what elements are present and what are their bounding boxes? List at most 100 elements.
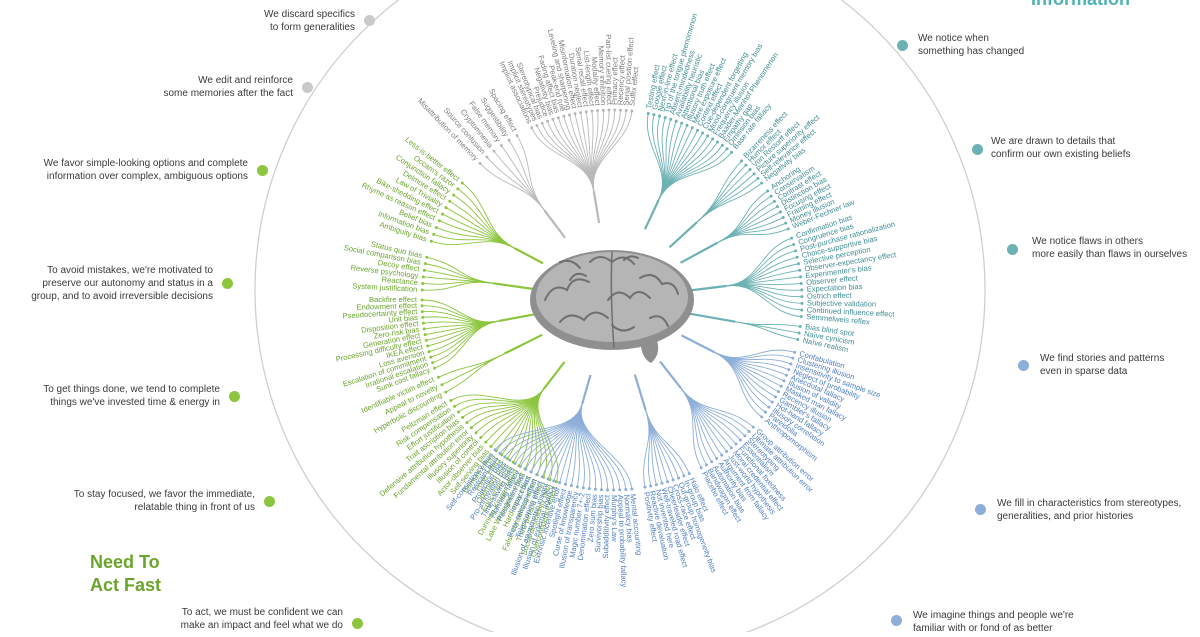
branch-dot: [756, 176, 760, 180]
branch-dot: [422, 268, 426, 272]
category-dot: [257, 165, 268, 176]
branch-line: [717, 200, 775, 244]
title-line: Information: [1031, 0, 1130, 11]
note-line: some memories after the fact: [163, 88, 294, 99]
note-line: things we've invested time & energy in: [50, 397, 220, 408]
quadrant-title-information: Information: [1031, 0, 1130, 11]
branch-line: [580, 403, 602, 490]
branch-dot: [562, 114, 566, 118]
branch-dot: [420, 298, 424, 302]
branch-dot: [422, 327, 426, 331]
branch-line: [696, 182, 762, 223]
note-line: We notice when: [918, 33, 989, 44]
category-dot: [891, 615, 902, 626]
branch-trunk: [633, 374, 647, 411]
branch-dot: [763, 410, 767, 414]
branch-line: [643, 409, 650, 488]
branch-dot: [530, 126, 534, 130]
category-dot: [364, 15, 375, 26]
branch-dot: [584, 110, 588, 114]
branch-dot: [499, 144, 503, 148]
branch-dot: [690, 126, 694, 130]
branch-dot: [784, 221, 788, 225]
branch-line: [726, 250, 796, 287]
branch-dot: [558, 481, 562, 485]
branch-lines: [420, 108, 804, 492]
branch-dot: [715, 457, 719, 461]
branch-dot: [507, 138, 511, 142]
branch-dot: [420, 304, 424, 308]
branch-dot: [489, 445, 493, 449]
branch-dot: [793, 350, 797, 354]
branch-dot: [563, 482, 567, 486]
note-line: To act, we must be confident we can: [181, 607, 343, 618]
branch-dot: [515, 133, 519, 137]
note-line: We find stories and patterns: [1040, 353, 1165, 364]
note-line: group, and to avoid irreversible decisio…: [31, 291, 213, 302]
branch-dot: [740, 159, 744, 163]
branch-dot: [552, 479, 556, 483]
branch-dot: [696, 128, 700, 132]
branch-trunk: [689, 284, 727, 292]
note-line: To get things done, we tend to complete: [43, 384, 220, 395]
branch-dot: [485, 155, 489, 159]
branch-dot: [429, 355, 433, 359]
note-edit-reinforce: We edit and reinforce some memories afte…: [163, 74, 313, 100]
branch-dot: [498, 451, 502, 455]
branch-dot: [569, 484, 573, 488]
branch-line: [726, 263, 799, 287]
branch-dot: [776, 390, 780, 394]
category-dot: [229, 391, 240, 402]
branch-dot: [677, 476, 681, 480]
branch-dot: [429, 239, 433, 243]
branch-dot: [493, 448, 497, 452]
branch-dot: [711, 137, 715, 141]
branch-dot: [540, 475, 544, 479]
note-line: We edit and reinforce: [198, 75, 293, 86]
branch-trunk: [498, 313, 536, 323]
branch-dot: [779, 384, 783, 388]
branch-dot: [567, 113, 571, 117]
branch-trunk: [688, 312, 736, 323]
brain-icon: [530, 250, 694, 363]
branch-dot: [456, 187, 460, 191]
branch-line: [563, 116, 595, 192]
branch-dot: [704, 463, 708, 467]
branch-dot: [612, 488, 616, 492]
branch-dot: [535, 472, 539, 476]
branch-line: [479, 163, 545, 211]
branch-dot: [796, 338, 800, 342]
branch-dot: [798, 324, 802, 328]
branch-dot: [492, 149, 496, 153]
branch-dot: [680, 121, 684, 125]
branch-dot: [730, 150, 734, 154]
branch-dot: [799, 315, 803, 319]
branch-dot: [546, 477, 550, 481]
bias-label: Part-list cueing effect: [604, 34, 614, 106]
note-imagine-things: We imagine things and people we're famil…: [891, 609, 1074, 635]
bias-label: Expectation bias: [806, 282, 862, 294]
branch-dot: [772, 199, 776, 203]
category-dot: [1007, 244, 1018, 255]
branch-dot: [484, 440, 488, 444]
branch-dot: [760, 181, 764, 185]
note-get-things-done: To get things done, we tend to complete …: [43, 383, 240, 409]
note-find-stories: We find stories and patterns even in spa…: [1018, 352, 1165, 378]
branch-line: [537, 388, 559, 482]
branch-dot: [795, 255, 799, 259]
branch-line: [646, 113, 663, 201]
category-dot: [352, 618, 363, 629]
note-notice-flaws: We notice flaws in others more easily th…: [1007, 235, 1187, 261]
branch-dot: [546, 119, 550, 123]
note-discard-specifics: We discard specifics to form generalitie…: [264, 8, 375, 34]
branch-line: [726, 285, 802, 318]
branch-dot: [449, 399, 453, 403]
title-line: Need To: [90, 552, 160, 572]
branch-dot: [769, 194, 773, 198]
branch-dot: [433, 366, 437, 370]
branch-dot: [593, 487, 597, 491]
branch-dot: [618, 488, 622, 492]
branch-dot: [743, 434, 747, 438]
branch-dot: [747, 430, 751, 434]
